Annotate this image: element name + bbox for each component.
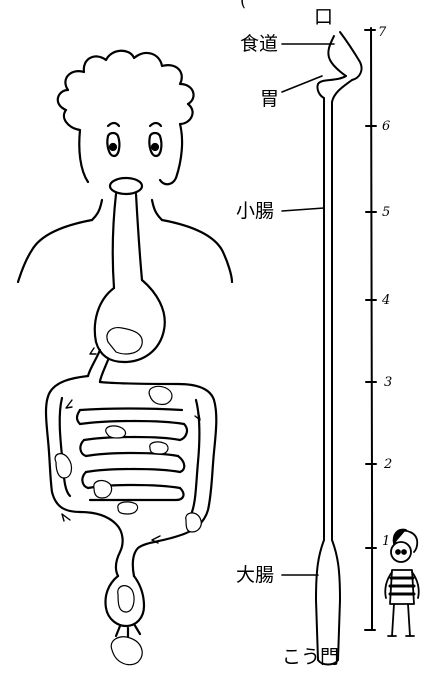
- left-shoulder: [18, 220, 92, 282]
- label-large-intestine: 大腸: [236, 566, 274, 585]
- leader-small-intestine: [282, 208, 324, 211]
- scale-tick-1: 1: [382, 535, 390, 548]
- scale-tick-2: 2: [384, 458, 392, 471]
- label-anus: こう門: [282, 648, 339, 667]
- label-small-intestine: 小腸: [236, 202, 274, 221]
- body-figure: [18, 51, 232, 665]
- right-shoulder: [162, 220, 232, 282]
- mouth-shape: [110, 178, 142, 194]
- label-esophagus: 食道: [240, 35, 278, 54]
- scale-tick-4: 4: [382, 294, 390, 307]
- tract-diagram: [282, 32, 362, 665]
- top-partial-text: (: [240, 0, 246, 10]
- head-outline: [58, 51, 194, 185]
- length-scale: [365, 28, 376, 630]
- scale-tick-3: 3: [384, 376, 392, 389]
- right-eyebrow: [150, 123, 161, 126]
- scale-tick-6: 6: [382, 120, 390, 133]
- label-mouth: 口: [314, 8, 333, 27]
- left-eyebrow: [108, 123, 119, 126]
- leader-stomach: [282, 76, 322, 92]
- label-stomach: 胃: [260, 90, 279, 109]
- scale-tick-7: 7: [378, 26, 386, 39]
- scale-tick-5: 5: [382, 206, 390, 219]
- esophagus-tube: [113, 194, 116, 288]
